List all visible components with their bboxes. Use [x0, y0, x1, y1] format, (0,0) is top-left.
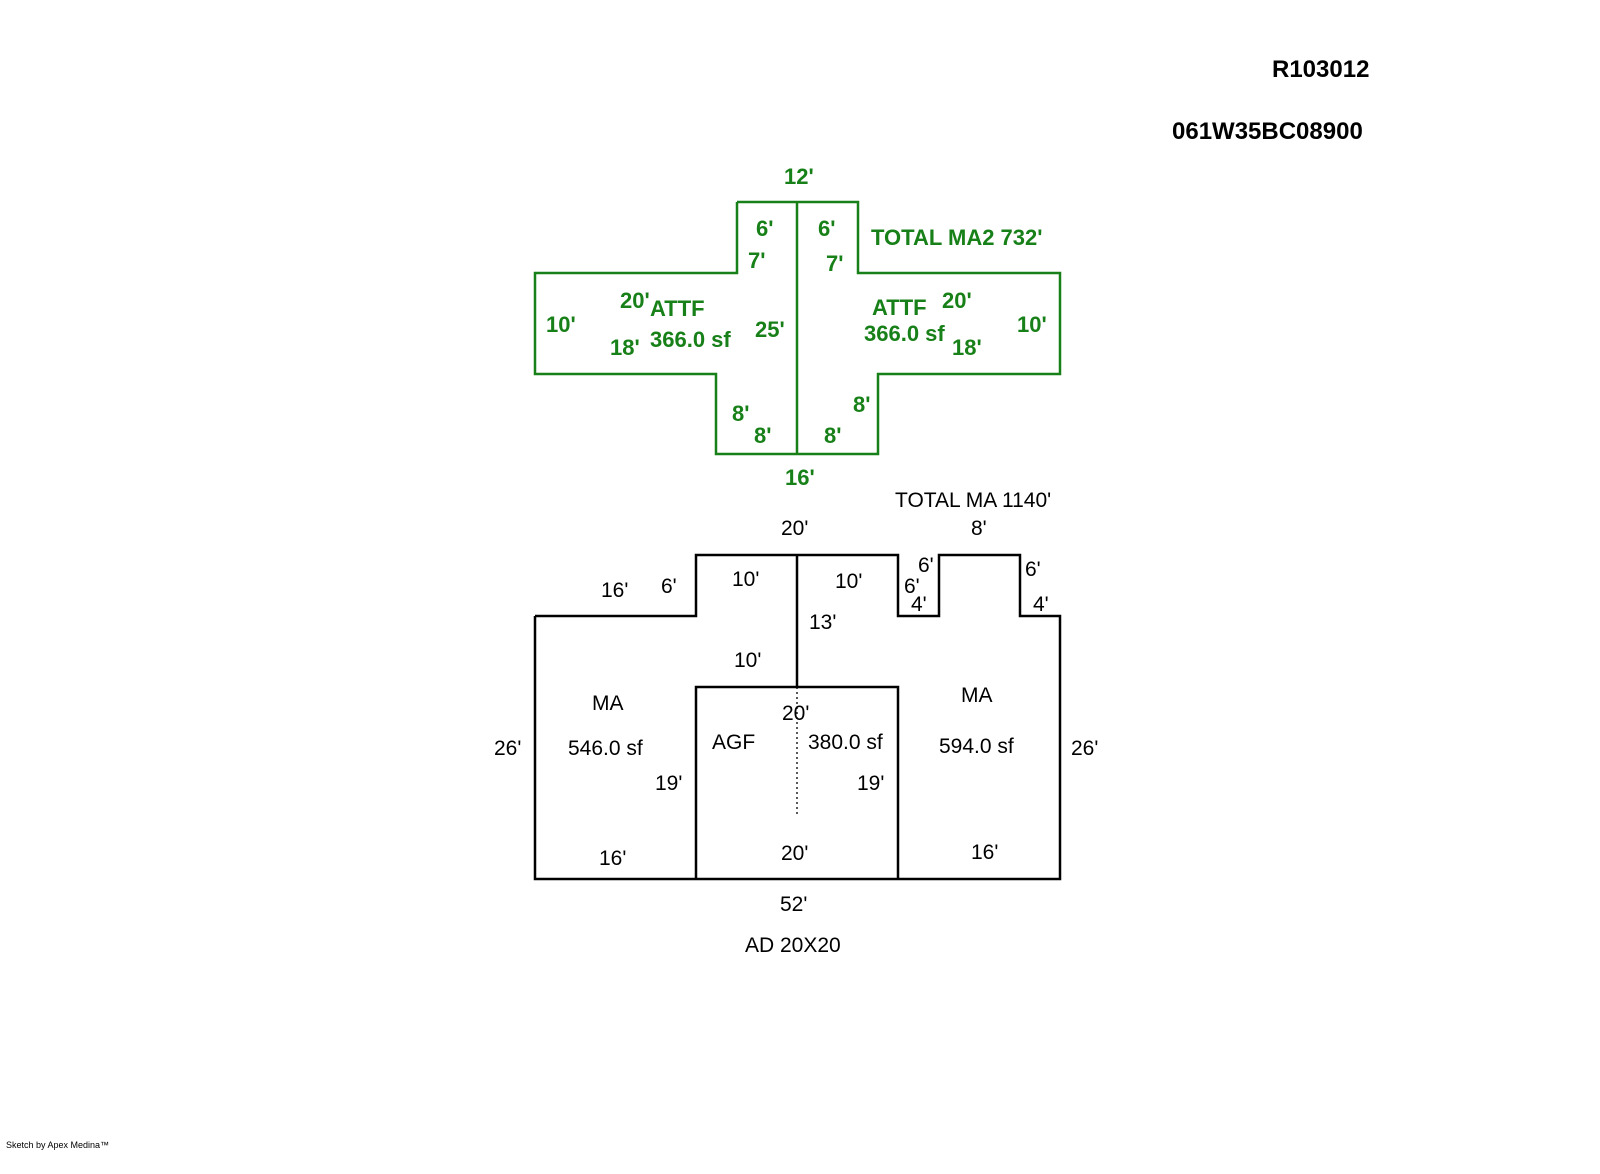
main-dim-left-step: 6': [661, 575, 677, 598]
upper-dim-right-wing-bottom: 18': [952, 335, 982, 360]
main-dim-left-bottom: 16': [599, 847, 626, 870]
upper-right-area-size: 366.0 sf: [864, 321, 945, 346]
upper-dim-left-wing-side: 10': [546, 312, 576, 337]
main-dim-garage-right-side: 19': [857, 772, 884, 795]
main-left-area-size: 546.0 sf: [568, 737, 643, 760]
upper-dim-top: 12': [784, 164, 814, 189]
main-floor-outline: [533, 553, 1062, 881]
main-dim-top-right-notch: 8': [971, 517, 987, 540]
main-floor-total: TOTAL MA 1140': [895, 489, 1051, 512]
upper-dim-right-wing-top: 20': [942, 288, 972, 313]
upper-left-area-name: ATTF: [650, 296, 705, 321]
main-dim-left-side: 26': [494, 737, 521, 760]
main-dim-notch-right-bottom: 4': [1033, 593, 1049, 616]
main-dim-upper-left-inner: 10': [732, 568, 759, 591]
upper-dim-bottom: 16': [785, 465, 815, 490]
main-right-area-size: 594.0 sf: [939, 735, 1014, 758]
upper-floor-outline: [533, 200, 1062, 456]
upper-dim-right-wing-side: 10': [1017, 312, 1047, 337]
main-dim-notch-left-bottom: 4': [911, 593, 927, 616]
upper-dim-center-line: 25': [755, 317, 785, 342]
main-dim-notch-right-side: 6': [1025, 558, 1041, 581]
sketch-credit: Sketch by Apex Medina™: [6, 1140, 109, 1150]
main-dim-right-bottom: 16': [971, 841, 998, 864]
main-dim-left-upper: 16': [601, 579, 628, 602]
main-dim-garage-bottom: 20': [781, 842, 808, 865]
parcel-id: R103012: [1272, 56, 1369, 83]
main-dim-notch-left-inner: 6': [904, 575, 920, 598]
main-left-area-name: MA: [592, 692, 624, 715]
main-dim-overall-bottom: 52': [780, 893, 807, 916]
main-dim-garage-top: 20': [782, 702, 809, 725]
upper-dim-left-wing-bottom: 18': [610, 335, 640, 360]
map-number: 061W35BC08900: [1172, 118, 1363, 145]
garage-area-size: 380.0 sf: [808, 731, 883, 754]
upper-right-area-name: ATTF: [872, 295, 927, 320]
garage-area-name: AGF: [712, 731, 755, 754]
upper-dim-left-stub-side: 7': [748, 248, 765, 273]
main-dim-garage-left-side: 19': [655, 772, 682, 795]
main-floor-note: AD 20X20: [745, 934, 841, 957]
upper-dim-left-lower-bottom: 8': [754, 423, 771, 448]
main-floor-perimeter: [533, 553, 1062, 881]
main-dim-upper-right-inner: 10': [835, 570, 862, 593]
upper-left-area-size: 366.0 sf: [650, 327, 731, 352]
upper-floor-total: TOTAL MA2 732': [871, 225, 1043, 250]
upper-dim-right-stub-side: 7': [826, 251, 843, 276]
upper-dim-left-wing-top: 20': [620, 288, 650, 313]
main-dim-right-side: 26': [1071, 737, 1098, 760]
main-dim-top-center: 20': [781, 517, 808, 540]
upper-dim-right-lower-bottom: 8': [824, 423, 841, 448]
upper-dim-right-lower-side: 8': [853, 392, 870, 417]
upper-dim-left-top-stub: 6': [756, 216, 773, 241]
main-dim-notch-left-outer: 6': [918, 554, 934, 577]
main-dim-garage-top-left: 10': [734, 649, 761, 672]
upper-floor-perimeter: [533, 200, 1062, 456]
upper-dim-left-lower-side: 8': [732, 401, 749, 426]
upper-dim-right-top-stub: 6': [818, 216, 835, 241]
main-right-area-name: MA: [961, 684, 993, 707]
main-dim-center-vertical: 13': [809, 611, 836, 634]
